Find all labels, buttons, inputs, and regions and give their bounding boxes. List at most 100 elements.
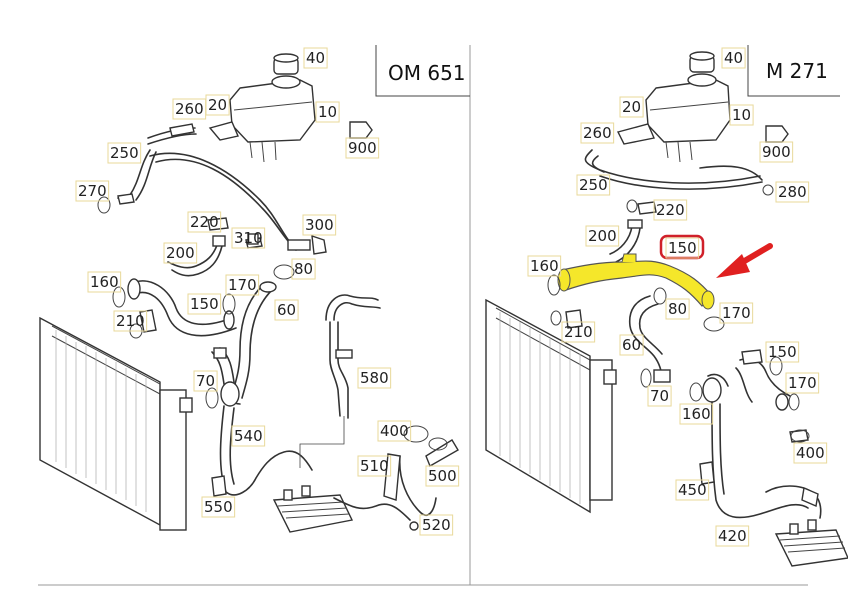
part-label: 10 <box>732 106 751 124</box>
part-labels-om651: 40 260 20 10 250 900 270 220 300 310 200… <box>75 47 460 536</box>
label-frame <box>225 274 260 296</box>
highlighted-hose-150[interactable] <box>557 253 715 310</box>
part-label: 60 <box>622 336 641 354</box>
part-label: 220 <box>190 213 219 231</box>
part-label: 20 <box>622 98 641 116</box>
part-label: 250 <box>579 176 608 194</box>
label-frame <box>193 370 218 392</box>
part-label: 260 <box>175 100 204 118</box>
part-label: 70 <box>196 372 215 390</box>
label-frame <box>729 104 754 126</box>
label-frame <box>561 321 596 343</box>
label-frame <box>719 302 754 324</box>
label-frame <box>785 372 820 394</box>
part-label: 150 <box>190 295 219 313</box>
part-label: 520 <box>422 516 451 534</box>
part-label: 10 <box>318 103 337 121</box>
part-label: 70 <box>650 387 669 405</box>
part-label: 310 <box>234 229 263 247</box>
part-label: 580 <box>360 369 389 387</box>
label-frame <box>765 341 800 363</box>
panel-m271: M 271 <box>485 45 848 567</box>
label-frame <box>665 237 700 259</box>
part-label: 40 <box>724 49 743 67</box>
label-frame <box>187 293 222 315</box>
label-frame <box>291 258 316 280</box>
label-frame <box>793 442 828 464</box>
part-label: 450 <box>678 481 707 499</box>
label-frame <box>345 137 380 159</box>
label-frame <box>377 420 412 442</box>
part-label: 160 <box>682 405 711 423</box>
part-label: 280 <box>778 183 807 201</box>
part-label: 200 <box>588 227 617 245</box>
part-label: 80 <box>294 260 313 278</box>
part-label-highlighted: 150 <box>668 239 697 257</box>
label-frame <box>315 101 340 123</box>
label-frame <box>775 181 810 203</box>
label-frame <box>201 496 236 518</box>
label-frame <box>75 180 110 202</box>
part-label: 900 <box>762 143 791 161</box>
part-label: 540 <box>234 427 263 445</box>
label-frame <box>205 94 230 116</box>
part-label: 210 <box>116 312 145 330</box>
label-frame <box>759 141 794 163</box>
part-label: 150 <box>768 343 797 361</box>
label-frame <box>357 367 392 389</box>
label-frame <box>619 334 644 356</box>
label-frame <box>619 96 644 118</box>
engine-code-om651: OM 651 <box>388 61 466 85</box>
oil-cooler-left <box>272 485 354 533</box>
part-label: 400 <box>796 444 825 462</box>
part-label: 270 <box>78 182 107 200</box>
label-frame <box>87 271 122 293</box>
label-frame <box>665 298 690 320</box>
part-label: 20 <box>208 96 227 114</box>
engine-code-m271: M 271 <box>766 59 828 83</box>
label-frame <box>302 214 337 236</box>
label-frame <box>419 514 454 536</box>
radiator-left <box>39 316 193 531</box>
label-frame <box>653 199 688 221</box>
part-label: 900 <box>348 139 377 157</box>
radiator-right <box>485 298 617 514</box>
part-label: 200 <box>166 244 195 262</box>
part-label: 170 <box>722 304 751 322</box>
part-label: 420 <box>718 527 747 545</box>
oil-cooler-right <box>774 519 848 567</box>
label-frame <box>113 310 148 332</box>
label-frame <box>107 142 142 164</box>
part-label: 170 <box>228 276 257 294</box>
label-frame <box>675 479 710 501</box>
label-frame <box>425 465 460 487</box>
label-frame <box>303 47 328 69</box>
part-label: 160 <box>530 257 559 275</box>
part-label: 400 <box>380 422 409 440</box>
part-label: 510 <box>360 457 389 475</box>
label-frame <box>679 403 714 425</box>
label-frame <box>274 299 299 321</box>
label-frame <box>580 122 615 144</box>
part-label: 220 <box>656 201 685 219</box>
label-frame <box>187 211 222 233</box>
part-label: 260 <box>583 124 612 142</box>
part-label: 170 <box>788 374 817 392</box>
panel-om651: OM 651 <box>39 45 470 536</box>
label-frame <box>527 255 562 277</box>
label-frame <box>647 385 672 407</box>
expansion-tank-left <box>208 53 373 163</box>
label-frame <box>231 227 266 249</box>
part-label: 300 <box>305 216 334 234</box>
label-frame <box>576 174 611 196</box>
label-frame <box>231 425 266 447</box>
highlight-arrow <box>716 243 773 278</box>
label-frame <box>721 47 746 69</box>
part-label: 60 <box>277 301 296 319</box>
part-label: 500 <box>428 467 457 485</box>
part-labels-m271: 40 20 10 260 900 250 280 220 200 150 160… <box>527 47 828 547</box>
label-frame <box>715 525 750 547</box>
label-frame <box>585 225 620 247</box>
part-label: 40 <box>306 49 325 67</box>
